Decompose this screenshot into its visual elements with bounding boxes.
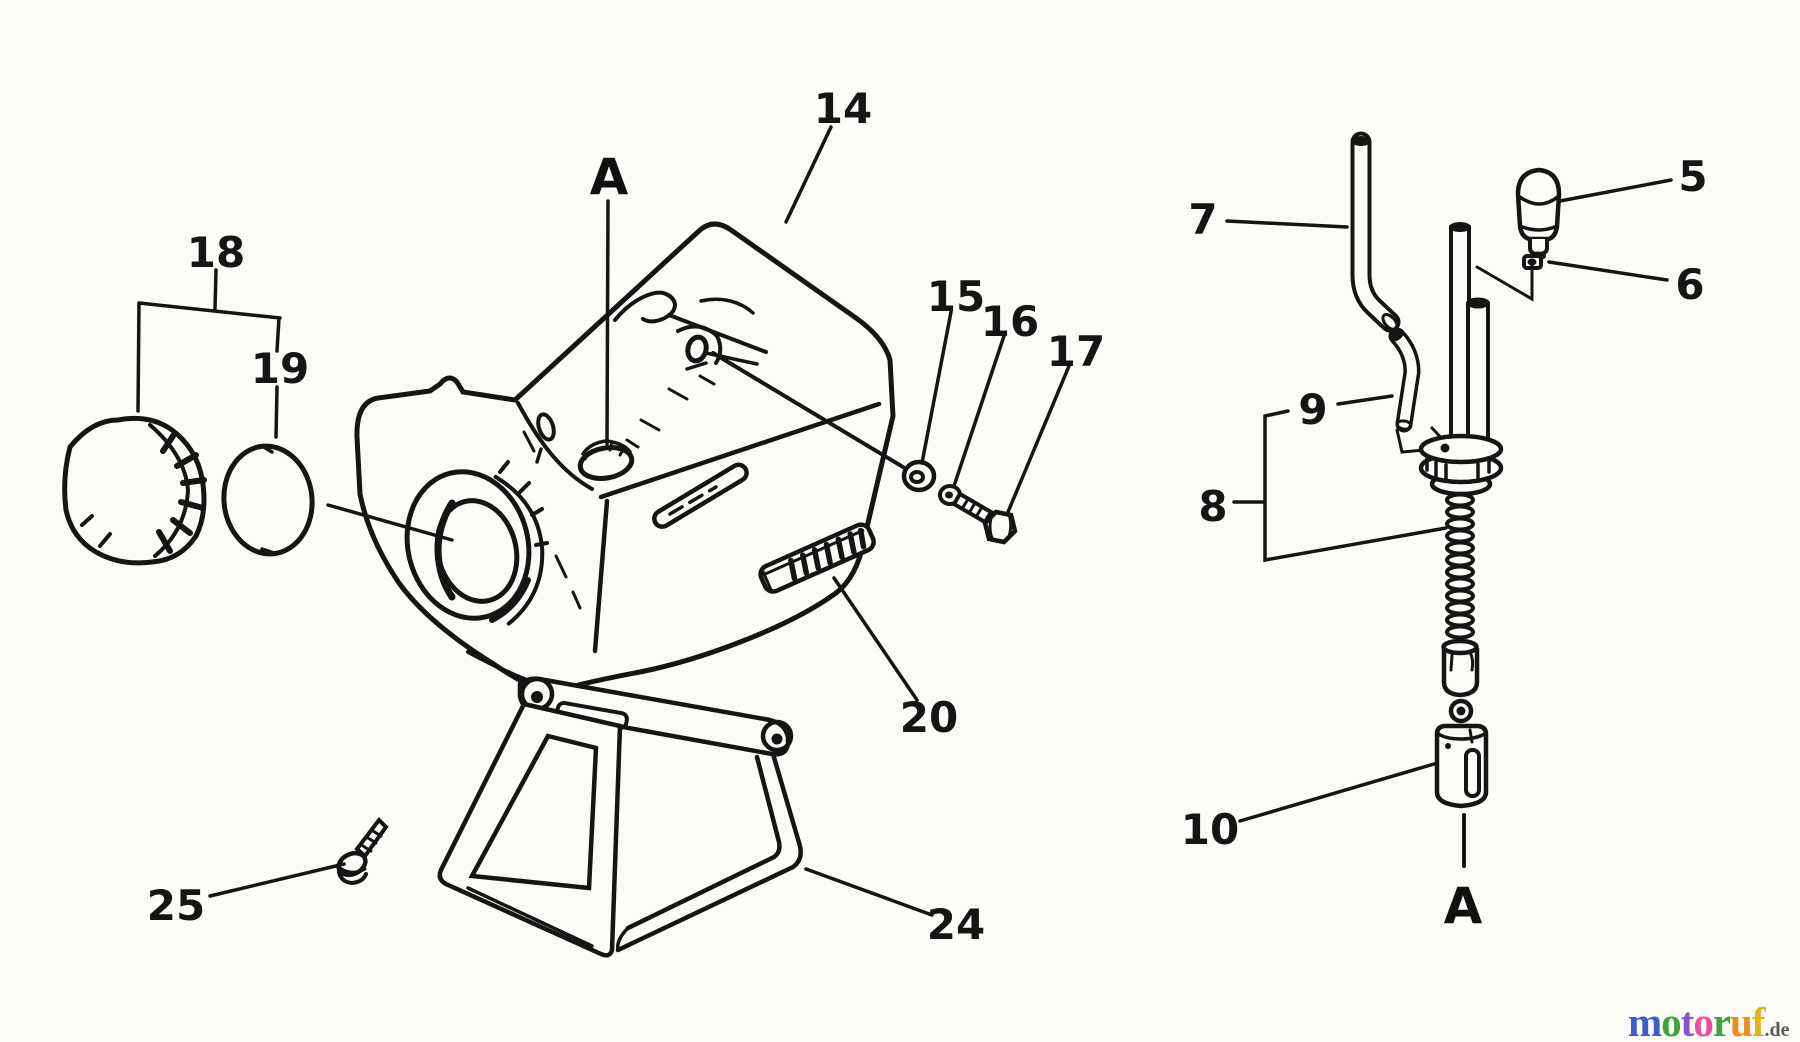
logo-letter: u	[1730, 999, 1753, 1042]
view-label-a-top: A	[590, 148, 629, 206]
callout-lines	[136, 125, 1673, 917]
logo-letter: m	[1628, 999, 1662, 1042]
cap-gasket-drawing	[221, 443, 315, 557]
part-label-9: 9	[1298, 385, 1327, 434]
part-label-10: 10	[1181, 805, 1239, 854]
part-label-25: 25	[147, 881, 205, 930]
part-label-6: 6	[1675, 260, 1704, 309]
fuel-pickup-assembly-drawing	[1350, 131, 1562, 809]
fuel-tank-drawing	[354, 221, 896, 697]
part-label-18: 18	[187, 228, 245, 277]
fuel-filter-drawing	[1434, 698, 1489, 809]
part-label-20: 20	[900, 693, 958, 742]
view-label-a-bottom: A	[1444, 877, 1483, 935]
part-label-17: 17	[1047, 327, 1105, 376]
logo-letter: o	[1693, 999, 1713, 1042]
part-label-5: 5	[1678, 152, 1707, 201]
tank-vent-slot	[652, 462, 749, 529]
logo-letter: f	[1751, 999, 1766, 1042]
part-label-19: 19	[251, 344, 309, 393]
part-label-16: 16	[981, 297, 1039, 346]
logo-letter: r	[1712, 999, 1731, 1042]
motoruf-logo: motoruf.de	[1628, 998, 1798, 1042]
tank-filler-neck	[404, 460, 549, 626]
primer-cap-drawing	[1515, 167, 1562, 261]
bracket-screw-drawing	[336, 816, 389, 886]
tank-small-slot	[536, 412, 556, 442]
washer-15-drawing	[901, 459, 937, 493]
part-label-15: 15	[927, 272, 985, 321]
tank-grommet-drawing	[1418, 433, 1504, 497]
bolt-17-drawing	[951, 491, 1018, 545]
logo-suffix: .de	[1764, 1019, 1790, 1041]
part-label-14: 14	[814, 84, 872, 133]
part-labels: 14 A 18 19 15 16 17 20 25 24 5 6 7 9 8 1…	[147, 84, 1708, 949]
part-label-24: 24	[927, 900, 985, 949]
spring-weight-drawing	[1441, 638, 1480, 698]
cushion-strip-drawing	[758, 522, 876, 594]
fuel-cap-drawing	[62, 415, 207, 566]
mount-bracket-drawing	[437, 676, 803, 958]
logo-letter: t	[1680, 999, 1695, 1042]
logo-letter: o	[1661, 999, 1681, 1042]
part-label-7: 7	[1188, 195, 1217, 244]
pickup-spring-drawing	[1445, 492, 1475, 640]
part-label-8: 8	[1198, 482, 1227, 531]
